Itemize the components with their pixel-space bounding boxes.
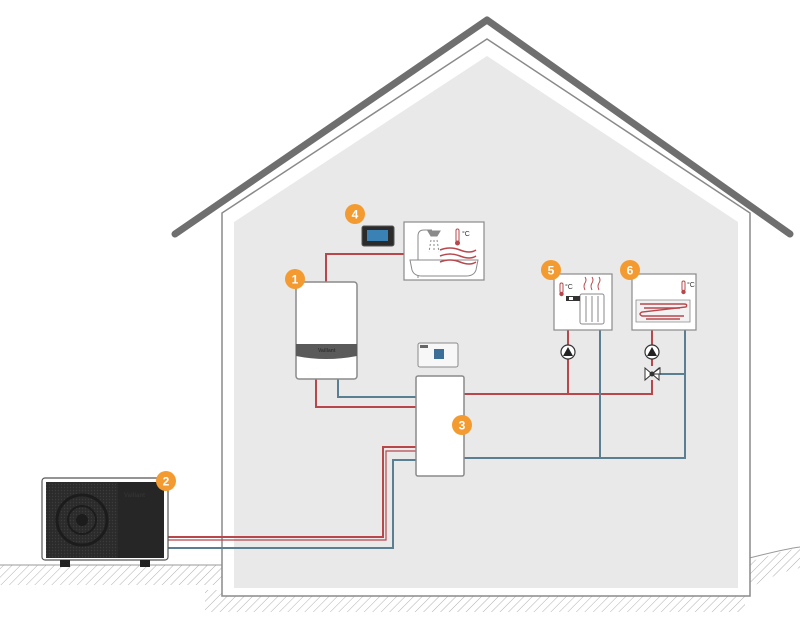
- house-interior: [234, 56, 738, 588]
- svg-text:4: 4: [352, 208, 359, 222]
- underfloor-panel: °C: [631, 273, 697, 331]
- degree-label-floor: °C: [687, 281, 695, 289]
- boiler-brand-label: Vaillant: [318, 348, 336, 354]
- badge-6: 6: [620, 260, 640, 280]
- house-roof: [171, 16, 794, 238]
- bath-shower-panel: °C: [403, 221, 485, 281]
- svg-text:2: 2: [163, 475, 170, 489]
- thermometer-icon-radiator: °C: [559, 282, 573, 297]
- flow-pipe-boiler-to-dhw: [325, 253, 406, 282]
- return-pipe-circuits: [463, 330, 686, 459]
- badge-3: 3: [452, 415, 472, 435]
- flow-pipe-heatpump: [168, 446, 416, 538]
- flow-pipe-boiler-to-station: [315, 378, 416, 408]
- wall-boiler: Vaillant: [295, 281, 358, 380]
- return-pipe-heatpump: [168, 459, 416, 549]
- thermometer-icon-floor: °C: [681, 280, 695, 295]
- station-controller-icon: [417, 342, 459, 368]
- badge-1: 1: [285, 269, 305, 289]
- shower-icon: [417, 229, 441, 278]
- svg-text:1: 1: [292, 273, 299, 287]
- badge-2: 2: [156, 471, 176, 491]
- heat-waves-icon: [583, 276, 601, 291]
- badge-4: 4: [345, 204, 365, 224]
- radiator-panel: °C: [553, 273, 613, 331]
- svg-text:6: 6: [627, 264, 634, 278]
- svg-text:3: 3: [459, 419, 466, 433]
- mixing-valve-icon: [644, 366, 661, 382]
- pipework: [168, 253, 686, 549]
- underfloor-heating-icon: [635, 299, 691, 323]
- bathtub-icon: [409, 247, 479, 277]
- outdoor-heat-pump: Vaillant: [41, 477, 169, 567]
- pump-icon-radiator: [560, 344, 576, 360]
- radiator-icon: [566, 293, 605, 325]
- pump-icon-underfloor: [644, 344, 660, 360]
- degree-label-radiator: °C: [565, 283, 573, 291]
- flow-pipe-heatpump-inner: [168, 450, 416, 541]
- return-pipe-boiler: [337, 378, 416, 398]
- badge-5: 5: [541, 260, 561, 280]
- heat-pump-brand-label: Vaillant: [124, 493, 145, 499]
- thermometer-icon: °C: [455, 228, 470, 246]
- svg-text:5: 5: [548, 264, 555, 278]
- flow-pipe-station-to-circuits: [463, 380, 653, 395]
- degree-label-bath: °C: [462, 230, 470, 238]
- controller-icon: [361, 225, 395, 247]
